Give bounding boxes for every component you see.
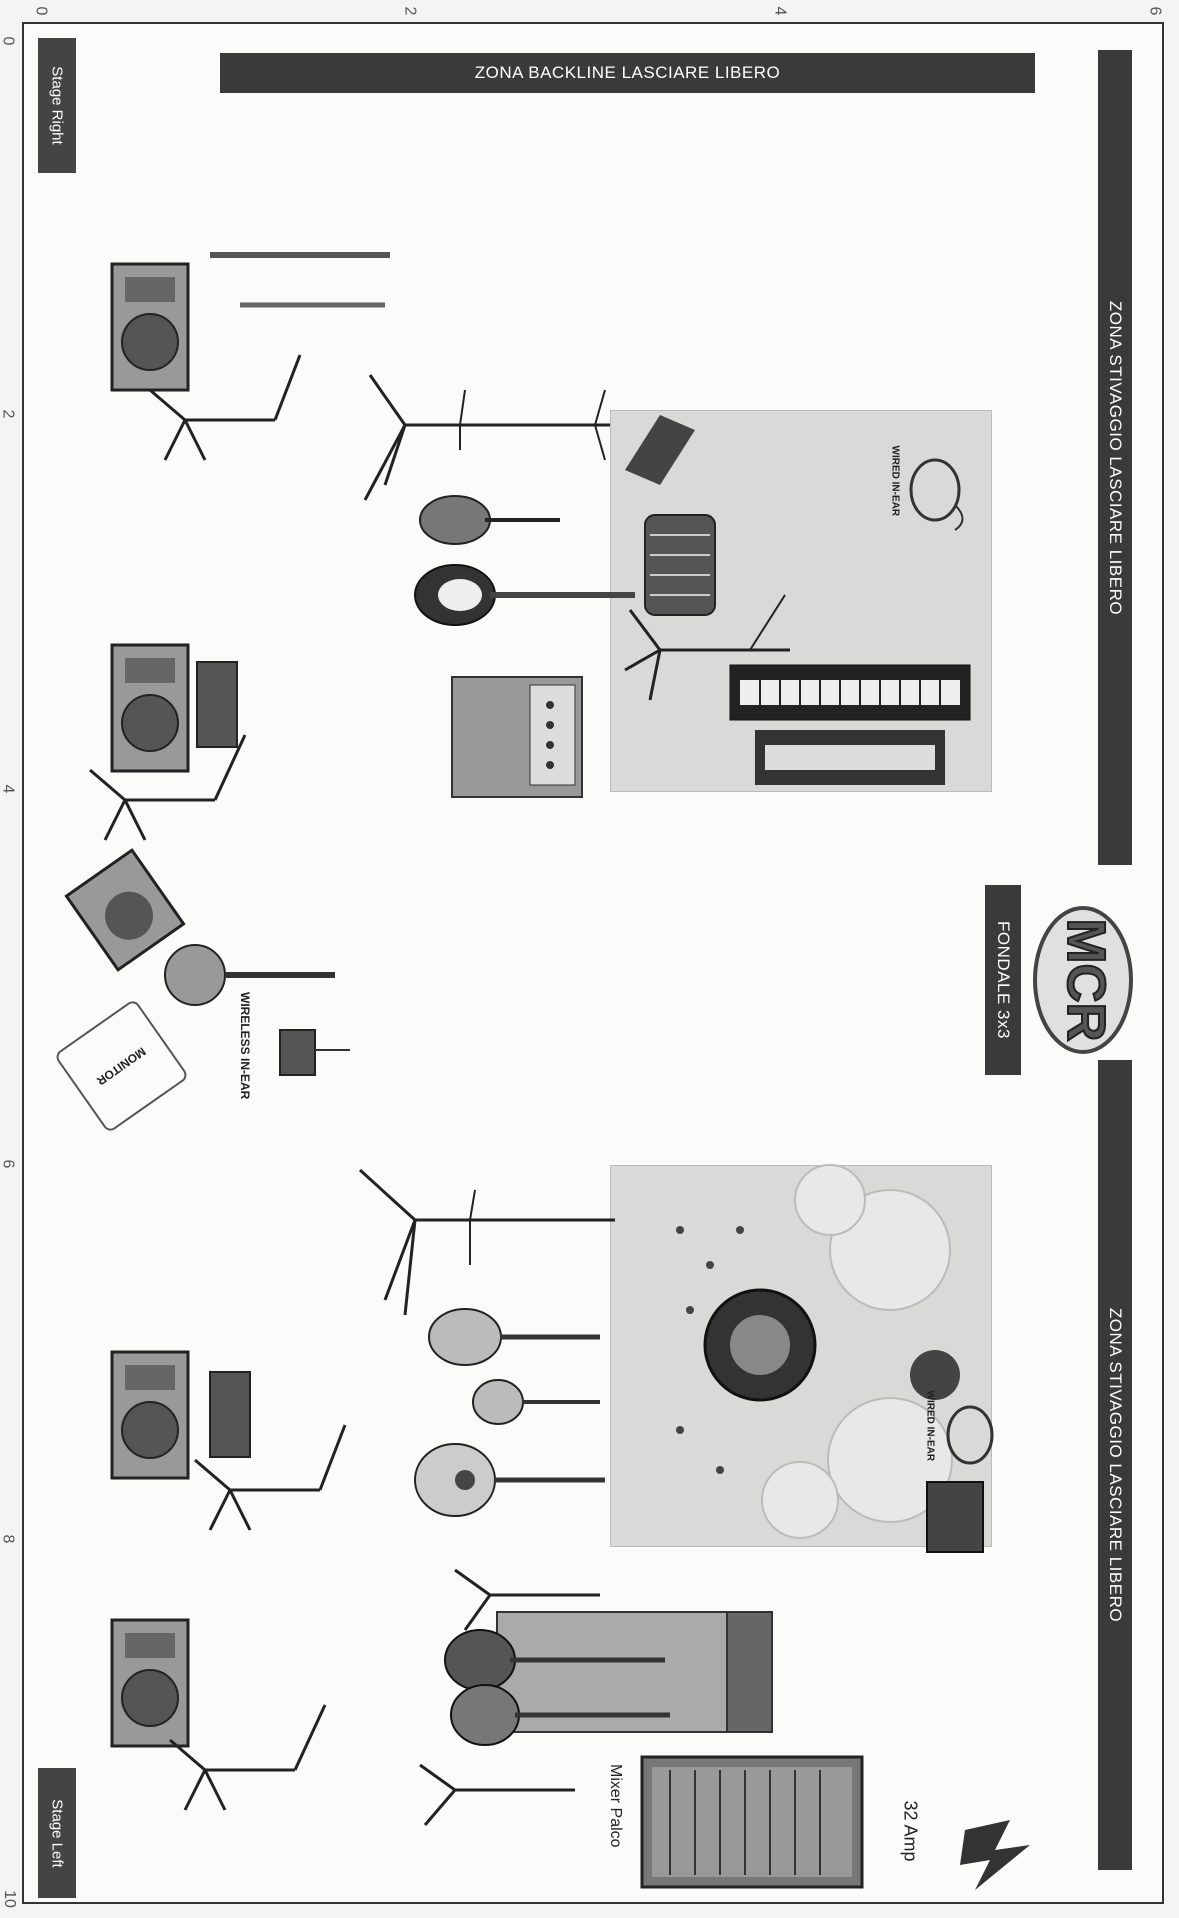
vocal-mic-stand-icon — [169, 1704, 327, 1811]
wired-in-ear-label: WIRED IN-EAR — [889, 445, 901, 517]
svg-text:MCR: MCR — [1056, 919, 1116, 1042]
wired-in-ear-label: WIRED IN-EAR — [924, 1390, 936, 1462]
mcr-logo: MCR — [1033, 906, 1133, 1054]
zone-stowage-bottom-banner: ZONA STIVAGGIO LASCIARE LIBERO — [1098, 1060, 1132, 1870]
flute-icon — [210, 252, 390, 308]
mic-stand-icon — [358, 1168, 615, 1316]
backdrop-label: FONDALE 3x3 — [985, 885, 1021, 1075]
mic-stand-icon — [363, 374, 610, 501]
mandolin-icon — [428, 1308, 600, 1366]
ruler-left-0: 0 — [0, 36, 17, 46]
power-label: 32 Amp — [900, 1800, 921, 1862]
acoustic-guitar-icon — [414, 1443, 605, 1517]
instrument-stand-icon — [419, 1763, 575, 1826]
ruler-top-0: 0 — [32, 6, 50, 16]
vocal-mic-stand-icon — [194, 1424, 347, 1531]
wired-in-ear-icon — [946, 1405, 994, 1465]
ruler-top-2: 2 — [401, 6, 419, 16]
lightning-bolt-icon — [960, 1820, 1030, 1890]
drum-sub-mixer-icon — [926, 1481, 984, 1553]
mic-stand-icon — [624, 594, 790, 701]
floor-monitor-icon — [110, 1618, 190, 1748]
ruler-top-4: 4 — [771, 6, 789, 16]
bass-amp-icon — [496, 1611, 773, 1733]
floor-monitor-icon — [110, 643, 190, 773]
electric-guitar-icon — [444, 1629, 665, 1691]
di-box-icon — [209, 1371, 251, 1458]
stage-right-label: Stage Right — [38, 38, 76, 173]
stage-left-label: Stage Left — [38, 1768, 76, 1898]
mandolin-icon — [472, 1379, 600, 1425]
keyboard-amp-icon — [451, 676, 583, 798]
electric-guitar-icon — [414, 564, 635, 626]
floor-monitor-icon — [110, 262, 190, 392]
music-stand-icon — [625, 415, 695, 485]
accordion-icon — [644, 514, 716, 616]
ruler-left-8: 8 — [0, 1534, 17, 1544]
ruler-top-6: 6 — [1146, 6, 1164, 16]
vocal-mic-stand-icon — [89, 734, 247, 841]
floor-monitor-icon — [64, 848, 186, 972]
keyboard-icon — [729, 664, 971, 785]
instrument-stand-icon — [454, 1568, 600, 1631]
banjo-icon — [164, 944, 335, 1006]
vocal-mic-stand-icon — [149, 354, 302, 461]
zone-backline-banner: ZONA BACKLINE LASCIARE LIBERO — [220, 53, 1035, 93]
wireless-in-ear-icon — [279, 1029, 350, 1076]
wireless-in-ear-label: WIRELESS IN-EAR — [238, 992, 252, 1100]
violin-icon — [419, 495, 560, 545]
ruler-left-6: 6 — [0, 1159, 17, 1169]
ruler-left-2: 2 — [0, 409, 17, 419]
drum-kit-icon — [676, 1164, 960, 1539]
stage-mixer-icon — [640, 1755, 864, 1889]
floor-monitor-icon — [110, 1350, 190, 1480]
zone-stowage-top-banner: ZONA STIVAGGIO LASCIARE LIBERO — [1098, 50, 1132, 865]
di-box-icon — [196, 661, 238, 748]
ruler-left-10: 10 — [0, 1890, 18, 1908]
wired-in-ear-icon — [909, 458, 964, 531]
mixer-label: Mixer Palco — [607, 1764, 624, 1848]
ruler-left-4: 4 — [0, 784, 17, 794]
bass-guitar-icon — [450, 1684, 670, 1746]
